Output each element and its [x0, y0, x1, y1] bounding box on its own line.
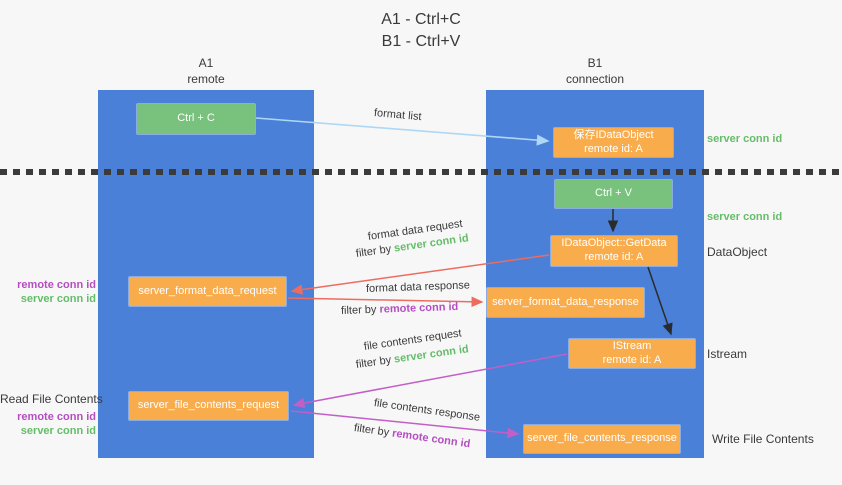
lane-b-subtitle: connection — [565, 71, 625, 86]
ctrl-v-node: Ctrl + V — [555, 180, 672, 208]
title-line-1: A1 - Ctrl+C — [381, 11, 461, 28]
left-server-conn-id-2-label: server conn id — [20, 425, 96, 437]
write-file-contents-label: Write File Contents — [712, 432, 814, 446]
ctrl-v-label: Ctrl + V — [595, 187, 632, 200]
lane-a-header: A1 remote — [98, 56, 314, 87]
server-file-contents-response-node: server_file_contents_response — [524, 425, 680, 453]
istream-line2: remote id: A — [602, 353, 662, 366]
istream-node: IStream remote id: A — [569, 339, 695, 368]
read-file-contents-label: Read File Contents — [0, 392, 103, 406]
format-list-label: format list — [373, 107, 423, 124]
ctrl-c-label: Ctrl + C — [177, 112, 215, 125]
filter-by-text: filter by — [355, 353, 395, 371]
left-remote-conn-id-1-label: remote conn id — [17, 279, 96, 291]
left-remote-conn-id-2-label: remote conn id — [17, 411, 96, 423]
idataobject-getdata-node: IDataObject::GetData remote id: A — [551, 236, 677, 266]
format-data-response-label: format data response — [365, 279, 471, 295]
server-format-data-request-label: server_format_data_request — [138, 284, 277, 297]
server-file-contents-request-label: server_file_contents_request — [137, 399, 280, 412]
save-idataobject-node: 保存IDataObject remote id: A — [554, 128, 673, 157]
getdata-line2: remote id: A — [584, 251, 644, 263]
left-server-conn-id-1-label: server conn id — [20, 293, 96, 305]
right-server-conn-id-mid-label: server conn id — [707, 211, 783, 223]
filter-by-text: filter by — [353, 422, 393, 440]
server-file-contents-response-label: server_file_contents_response — [527, 432, 677, 445]
server-format-data-request-node: server_format_data_request — [129, 277, 286, 306]
lane-a-name: A1 — [198, 56, 214, 70]
dataobject-label: DataObject — [707, 245, 768, 259]
file-contents-response-label: file contents response — [373, 397, 481, 424]
server-file-contents-request-node: server_file_contents_request — [129, 392, 288, 420]
lane-a-subtitle: remote — [187, 71, 225, 86]
diagram-title: A1 - Ctrl+C B1 - Ctrl+V — [0, 9, 842, 52]
server-format-data-response-label: server_format_data_response — [492, 295, 639, 308]
format-data-response-filter-label: filter by remote conn id — [341, 301, 459, 317]
title-line-2: B1 - Ctrl+V — [381, 32, 461, 50]
remote-conn-id-text: remote conn id — [391, 427, 472, 451]
ctrl-c-node: Ctrl + C — [137, 104, 255, 134]
save-idataobject-line1: 保存IDataObject — [573, 128, 654, 141]
getdata-line1: IDataObject::GetData — [561, 237, 667, 250]
server-format-data-response-node: server_format_data_response — [487, 288, 644, 317]
istream-side-label: Istream — [707, 347, 748, 361]
right-server-conn-id-top-label: server conn id — [707, 133, 783, 145]
filter-by-text: filter by — [340, 303, 380, 317]
save-idataobject-line2: remote id: A — [584, 142, 643, 155]
dashed-separator-line — [0, 169, 842, 175]
filter-by-text: filter by — [355, 242, 395, 260]
istream-line1: IStream — [612, 339, 652, 352]
remote-conn-id-text: remote conn id — [379, 300, 459, 316]
lane-b-name: B1 — [587, 56, 603, 70]
file-contents-response-filter-label: filter by remote conn id — [353, 422, 471, 450]
lane-b-header: B1 connection — [486, 56, 704, 87]
